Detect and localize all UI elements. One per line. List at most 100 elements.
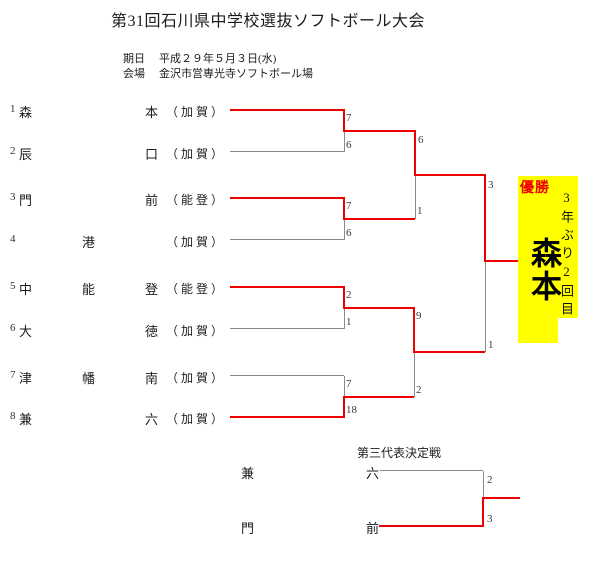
team-row: 6 大 徳 （加賀） xyxy=(0,321,344,339)
date-row: 期日 平成２９年５月３日(水) xyxy=(123,49,276,67)
score: 3 xyxy=(487,513,493,525)
champion-highlight xyxy=(518,176,578,318)
score: 6 xyxy=(418,134,424,146)
team-char: 登 xyxy=(145,282,159,297)
bracket-line xyxy=(230,151,344,152)
score: 2 xyxy=(487,474,493,486)
date-value: 平成２９年５月３日(水) xyxy=(159,53,277,65)
bracket-line xyxy=(414,352,415,397)
bracket-line xyxy=(344,308,345,329)
team-char: 中 xyxy=(19,282,33,297)
bracket-line xyxy=(344,307,414,309)
bracket-line xyxy=(230,286,344,288)
bracket-line xyxy=(343,109,345,132)
team-char: 兼 xyxy=(241,466,255,481)
team-row: 8 兼 六 （加賀） xyxy=(0,409,344,427)
bracket-line xyxy=(379,525,483,527)
team-region: （加賀） xyxy=(166,412,227,426)
champion-highlight xyxy=(518,318,558,343)
venue-label: 会場 xyxy=(123,68,145,80)
team-char: 六 xyxy=(366,466,380,481)
bracket-line xyxy=(230,239,344,240)
team-char: 辰 xyxy=(19,147,33,162)
seed-number: 4 xyxy=(10,233,16,245)
score: 6 xyxy=(346,139,352,151)
bracket-line xyxy=(343,197,345,220)
bracket-line xyxy=(230,109,344,111)
team-char: 能 xyxy=(82,282,96,297)
score: 1 xyxy=(488,339,494,351)
team-row: 5 中 能 登 （能登） xyxy=(0,279,344,297)
bracket-line xyxy=(230,197,344,199)
team-char: 幡 xyxy=(82,371,96,386)
bracket-line xyxy=(415,175,416,219)
score: 2 xyxy=(346,289,352,301)
score: 18 xyxy=(346,404,357,416)
score: 7 xyxy=(346,378,352,390)
team-char: 大 xyxy=(19,324,33,339)
bracket-line xyxy=(485,261,486,352)
bracket-line xyxy=(380,470,483,471)
score: 7 xyxy=(346,200,352,212)
champion-label: 優勝 xyxy=(520,181,550,196)
team-region: （加賀） xyxy=(166,235,227,249)
team-region: （能登） xyxy=(166,282,227,296)
team-region: （加賀） xyxy=(166,324,227,338)
team-char: 津 xyxy=(19,371,33,386)
page-title: 第31回石川県中学校選抜ソフトボール大会 xyxy=(111,13,426,30)
bracket-line xyxy=(344,219,345,240)
team-char: 南 xyxy=(145,371,159,386)
seed-number: 5 xyxy=(10,280,16,292)
bracket-line xyxy=(344,218,415,220)
bracket-line xyxy=(343,286,345,309)
score: 3 xyxy=(488,179,494,191)
third-place-title: 第三代表決定戦 xyxy=(357,446,442,460)
bracket-line xyxy=(343,396,345,418)
team-region: （能登） xyxy=(166,193,227,207)
champion-note: 3年ぶり2回目 xyxy=(559,190,574,320)
team-char: 兼 xyxy=(19,412,33,427)
bracket-line xyxy=(344,396,414,398)
score: 7 xyxy=(346,112,352,124)
score: 1 xyxy=(346,316,352,328)
score: 1 xyxy=(417,205,423,217)
score: 9 xyxy=(416,310,422,322)
seed-number: 3 xyxy=(10,191,16,203)
team-char: 前 xyxy=(145,193,159,208)
team-row: 4 港 （加賀） xyxy=(0,232,344,250)
venue-row: 会場 金沢市営専光寺ソフトボール場 xyxy=(123,64,313,82)
seed-number: 8 xyxy=(10,410,16,422)
team-char: 徳 xyxy=(145,324,159,339)
seed-number: 2 xyxy=(10,145,16,157)
bracket-line xyxy=(344,130,415,132)
team-char: 前 xyxy=(366,521,380,536)
team-char: 港 xyxy=(82,235,96,250)
team-char: 門 xyxy=(241,521,255,536)
bracket-line xyxy=(483,497,520,499)
bracket-line xyxy=(413,307,415,353)
team-char: 森 xyxy=(19,105,33,120)
seed-number: 6 xyxy=(10,322,16,334)
bracket-line xyxy=(484,174,486,262)
seed-number: 7 xyxy=(10,369,16,381)
team-char: 六 xyxy=(145,412,159,427)
score: 6 xyxy=(346,227,352,239)
champion-team: 森本 xyxy=(526,237,561,303)
seed-number: 1 xyxy=(10,103,16,115)
team-char: 口 xyxy=(145,147,159,162)
score: 2 xyxy=(416,384,422,396)
team-row: 7 津 幡 南 （加賀） xyxy=(0,368,344,386)
bracket-line xyxy=(414,351,485,353)
team-region: （加賀） xyxy=(166,371,227,385)
team-char: 本 xyxy=(145,105,159,120)
team-region: （加賀） xyxy=(166,105,227,119)
team-row: 3 門 前 （能登） xyxy=(0,190,344,208)
bracket-line xyxy=(344,131,345,152)
champion-line xyxy=(485,260,518,262)
team-region: （加賀） xyxy=(166,147,227,161)
venue-value: 金沢市営専光寺ソフトボール場 xyxy=(159,68,313,80)
team-row: 2 辰 口 （加賀） xyxy=(0,144,344,162)
bracket-line xyxy=(482,497,484,527)
date-label: 期日 xyxy=(123,53,145,65)
